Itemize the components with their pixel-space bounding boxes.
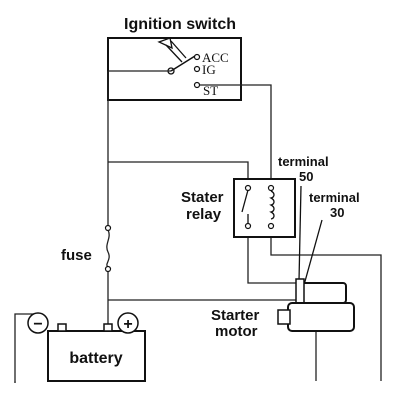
plus-sign: + [123, 316, 132, 333]
relay-coil-icon [269, 190, 275, 220]
acc-label: ACC [202, 50, 229, 65]
relay-label-line2: relay [186, 206, 222, 223]
starter-label-line1: Starter [211, 307, 260, 324]
relay-internals [241, 184, 275, 230]
ig-label: IG [202, 62, 216, 77]
terminal30-label-line2: 30 [330, 205, 344, 220]
starter-motor-icon [277, 278, 355, 332]
minus-terminal-icon [27, 312, 49, 334]
battery-box [47, 330, 146, 382]
ig-contact [193, 65, 201, 73]
st-label: ST [203, 83, 218, 98]
plus-terminal-icon [117, 312, 139, 334]
ignition-switch-title: Ignition switch [124, 16, 236, 33]
relay-label-line1: Stater [181, 189, 224, 206]
terminal50-pointer [298, 185, 302, 282]
terminal50-label-line2: 50 [299, 169, 313, 184]
battery-negative-post [57, 323, 67, 332]
acc-contact [193, 53, 201, 61]
battery-label: battery [69, 350, 122, 367]
battery-positive-post [103, 323, 113, 332]
relay-box [233, 178, 296, 238]
terminal50-label-line1: terminal [278, 154, 329, 169]
terminal30-label-line1: terminal [309, 190, 360, 205]
st-contact [193, 81, 201, 89]
fuse-symbol [104, 224, 112, 273]
fuse-label: fuse [61, 247, 92, 264]
terminal30-pointer [303, 219, 323, 286]
starter-label-line2: motor [215, 323, 258, 340]
ignition-key-arrow-icon [157, 37, 187, 63]
minus-sign: − [33, 316, 42, 333]
wiring [14, 70, 382, 381]
switch-blade [170, 55, 196, 72]
